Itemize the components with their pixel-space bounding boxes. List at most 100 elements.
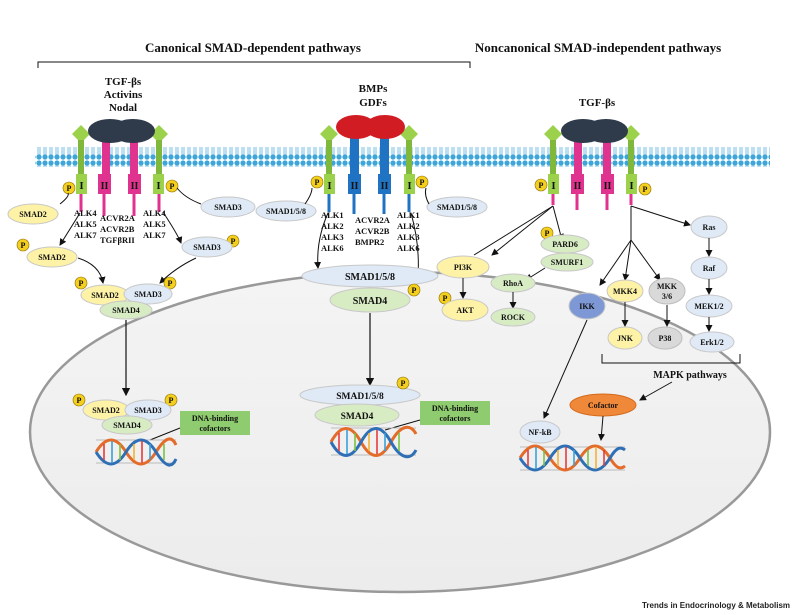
mid-alk-right-3: ALK3 bbox=[397, 232, 420, 242]
smad158-complex bbox=[301, 264, 439, 288]
svg-text:P: P bbox=[401, 379, 406, 388]
svg-text:I: I bbox=[551, 180, 555, 192]
mid-alk-right-4: ALK6 bbox=[397, 243, 420, 253]
svg-text:SMAD2: SMAD2 bbox=[92, 406, 120, 415]
cell-membrane bbox=[35, 147, 770, 167]
svg-text:SMAD1/5/8: SMAD1/5/8 bbox=[345, 272, 395, 283]
svg-text:II: II bbox=[604, 181, 612, 192]
dna-binding-cofactors-left bbox=[180, 411, 250, 435]
svg-text:P: P bbox=[77, 396, 82, 405]
svg-text:SMAD1/5/8: SMAD1/5/8 bbox=[266, 207, 306, 216]
left-type2-3: TGFβRII bbox=[100, 235, 135, 245]
mid-type2-1: ACVR2A bbox=[355, 215, 391, 225]
akt-node bbox=[441, 298, 489, 322]
mapk-bracket bbox=[601, 354, 741, 364]
mid-alk-right-1: ALK1 bbox=[397, 210, 420, 220]
mid-type2-3: BMPR2 bbox=[355, 237, 384, 247]
svg-text:P: P bbox=[412, 286, 417, 295]
smad4-mid bbox=[329, 287, 411, 313]
svg-text:JNK: JNK bbox=[617, 334, 634, 343]
left-alk-left-1: ALK4 bbox=[74, 208, 97, 218]
svg-text:Ras: Ras bbox=[703, 223, 716, 232]
svg-text:PI3K: PI3K bbox=[454, 263, 473, 272]
mkk36-node bbox=[648, 277, 686, 305]
svg-text:II: II bbox=[131, 181, 139, 192]
svg-text:P38: P38 bbox=[659, 334, 672, 343]
journal-footer: Trends in Endocrinology & Metabolism bbox=[642, 601, 790, 610]
nfkb-node bbox=[519, 420, 561, 444]
svg-text:SMAD1/5/8: SMAD1/5/8 bbox=[437, 203, 477, 212]
svg-text:SMAD4: SMAD4 bbox=[353, 296, 387, 307]
mid-alk-left-4: ALK6 bbox=[321, 243, 344, 253]
svg-text:SMAD2: SMAD2 bbox=[38, 253, 66, 262]
svg-text:SMURF1: SMURF1 bbox=[551, 258, 583, 267]
smurf1-node bbox=[540, 252, 594, 272]
svg-text:P: P bbox=[545, 229, 550, 238]
mid-alk-right-2: ALK2 bbox=[397, 221, 420, 231]
svg-text:P: P bbox=[315, 178, 320, 187]
ligand-left-3: Nodal bbox=[109, 102, 137, 114]
svg-text:P: P bbox=[420, 178, 425, 187]
left-alk-right-2: ALK5 bbox=[143, 219, 166, 229]
svg-text:SMAD4: SMAD4 bbox=[112, 306, 140, 315]
svg-text:P: P bbox=[539, 181, 544, 190]
svg-text:PARD6: PARD6 bbox=[552, 240, 578, 249]
svg-text:P: P bbox=[67, 184, 72, 193]
canonical-title: Canonical SMAD-dependent pathways bbox=[145, 40, 361, 55]
left-alk-left-3: ALK7 bbox=[74, 230, 97, 240]
svg-text:MEK1/2: MEK1/2 bbox=[694, 302, 723, 311]
svg-text:II: II bbox=[101, 181, 109, 192]
svg-text:3/6: 3/6 bbox=[662, 292, 672, 301]
canonical-bracket bbox=[37, 61, 471, 68]
smad3-phospho bbox=[181, 236, 233, 258]
svg-text:IKK: IKK bbox=[579, 302, 595, 311]
svg-text:RhoA: RhoA bbox=[503, 279, 523, 288]
smad158-free-left bbox=[255, 200, 317, 222]
svg-text:SMAD3: SMAD3 bbox=[214, 203, 242, 212]
mid-alk-left-3: ALK3 bbox=[321, 232, 344, 242]
p38-node bbox=[647, 326, 683, 350]
mapk-label: MAPK pathways bbox=[653, 370, 727, 381]
left-type2-1: ACVR2A bbox=[100, 213, 136, 223]
dna-left bbox=[94, 437, 178, 467]
receptor-complex-right: I II II I P P bbox=[534, 119, 652, 210]
svg-text:SMAD3: SMAD3 bbox=[134, 290, 162, 299]
ligand-mid-1: BMPs bbox=[359, 83, 388, 95]
ligand-left-2: Activins bbox=[104, 89, 143, 101]
smad4-complex bbox=[99, 300, 153, 320]
svg-text:P: P bbox=[169, 396, 174, 405]
erk12-node bbox=[689, 331, 735, 353]
svg-text:I: I bbox=[327, 180, 331, 192]
svg-text:I: I bbox=[79, 180, 83, 192]
svg-text:P: P bbox=[231, 237, 236, 246]
ikk-node bbox=[568, 292, 606, 320]
svg-text:P: P bbox=[170, 182, 175, 191]
svg-text:Erk1/2: Erk1/2 bbox=[700, 338, 724, 347]
svg-text:SMAD2: SMAD2 bbox=[19, 210, 47, 219]
svg-text:SMAD4: SMAD4 bbox=[341, 412, 374, 422]
svg-text:AKT: AKT bbox=[456, 306, 474, 315]
svg-text:II: II bbox=[574, 181, 582, 192]
svg-text:Cofactor: Cofactor bbox=[588, 401, 619, 410]
receptor-complex-left: I II II I P P bbox=[62, 119, 179, 216]
svg-text:DNA-binding: DNA-binding bbox=[192, 414, 238, 423]
ligand-mid-2: GDFs bbox=[359, 97, 387, 109]
svg-text:II: II bbox=[351, 181, 359, 192]
left-alk-right-1: ALK4 bbox=[143, 208, 166, 218]
svg-text:II: II bbox=[381, 181, 389, 192]
dna-binding-cofactors-mid bbox=[420, 401, 490, 425]
smad158-free-right bbox=[426, 196, 488, 218]
mid-alk-left-2: ALK2 bbox=[321, 221, 344, 231]
mid-alk-left-1: ALK1 bbox=[321, 210, 344, 220]
svg-text:DNA-binding: DNA-binding bbox=[432, 404, 478, 413]
smad2-free bbox=[7, 203, 59, 225]
smad4-mid-nuclear bbox=[314, 403, 400, 427]
svg-text:SMAD1/5/8: SMAD1/5/8 bbox=[336, 392, 384, 402]
svg-text:SMAD3: SMAD3 bbox=[193, 243, 221, 252]
mid-type2-2: ACVR2B bbox=[355, 226, 390, 236]
svg-text:MKK4: MKK4 bbox=[613, 287, 637, 296]
left-alk-left-2: ALK5 bbox=[74, 219, 97, 229]
svg-text:SMAD3: SMAD3 bbox=[134, 406, 162, 415]
receptor-complex-middle: I II II I P P bbox=[310, 115, 429, 214]
